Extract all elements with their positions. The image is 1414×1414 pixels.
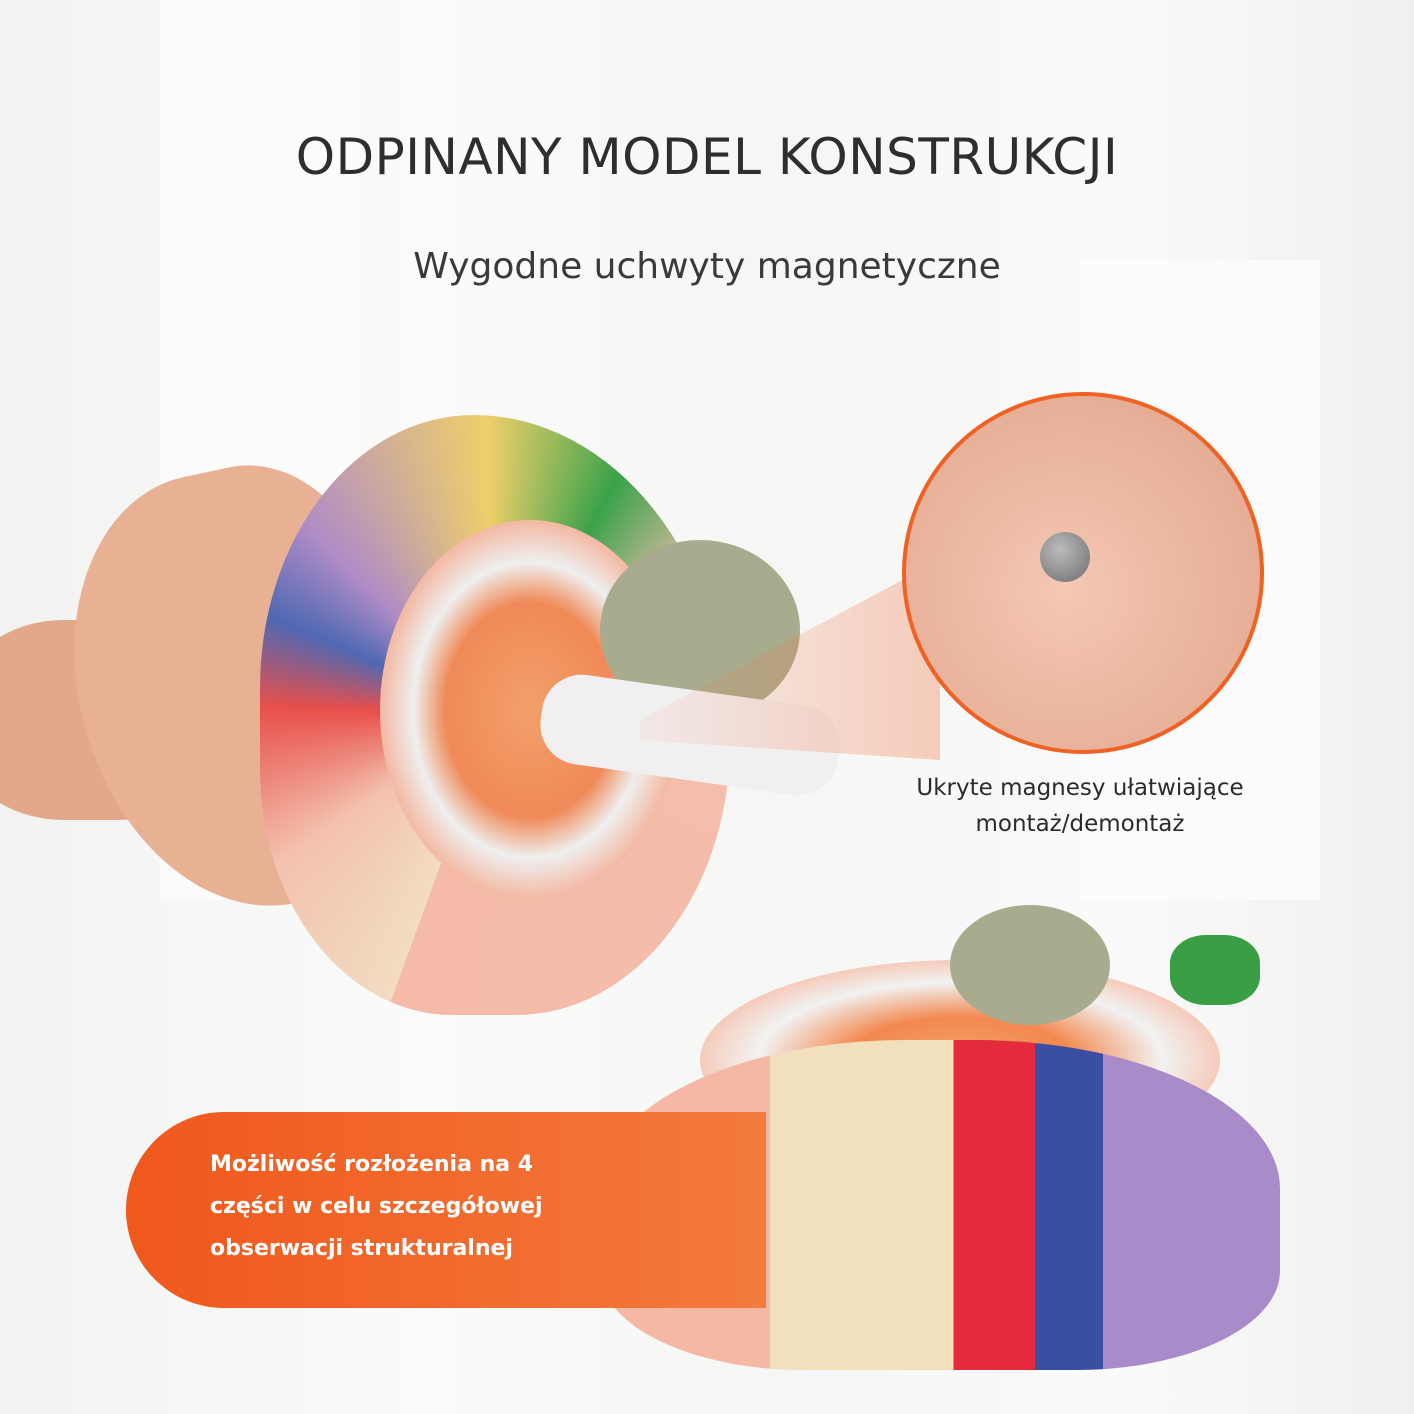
caption-line: montaż/demontaż bbox=[975, 811, 1185, 837]
banner-line: obserwacji strukturalnej bbox=[210, 1236, 513, 1261]
banner-line: Możliwość rozłożenia na 4 bbox=[210, 1152, 534, 1177]
feature-banner-text: Możliwość rozłożenia na 4 części w celu … bbox=[210, 1144, 543, 1270]
page-subtitle: Wygodne uchwyty magnetyczne bbox=[413, 246, 1001, 287]
magnet-icon bbox=[1040, 532, 1090, 582]
banner-line: części w celu szczegółowej bbox=[210, 1194, 543, 1219]
caption-line: Ukryte magnesy ułatwiające bbox=[916, 775, 1244, 801]
cerebellum bbox=[950, 905, 1110, 1025]
feature-banner bbox=[126, 1112, 766, 1308]
page-title: ODPINANY MODEL KONSTRUKCJI bbox=[295, 128, 1119, 186]
occipital-lobe bbox=[1170, 935, 1260, 1005]
magnet-caption: Ukryte magnesy ułatwiające montaż/demont… bbox=[880, 770, 1280, 842]
